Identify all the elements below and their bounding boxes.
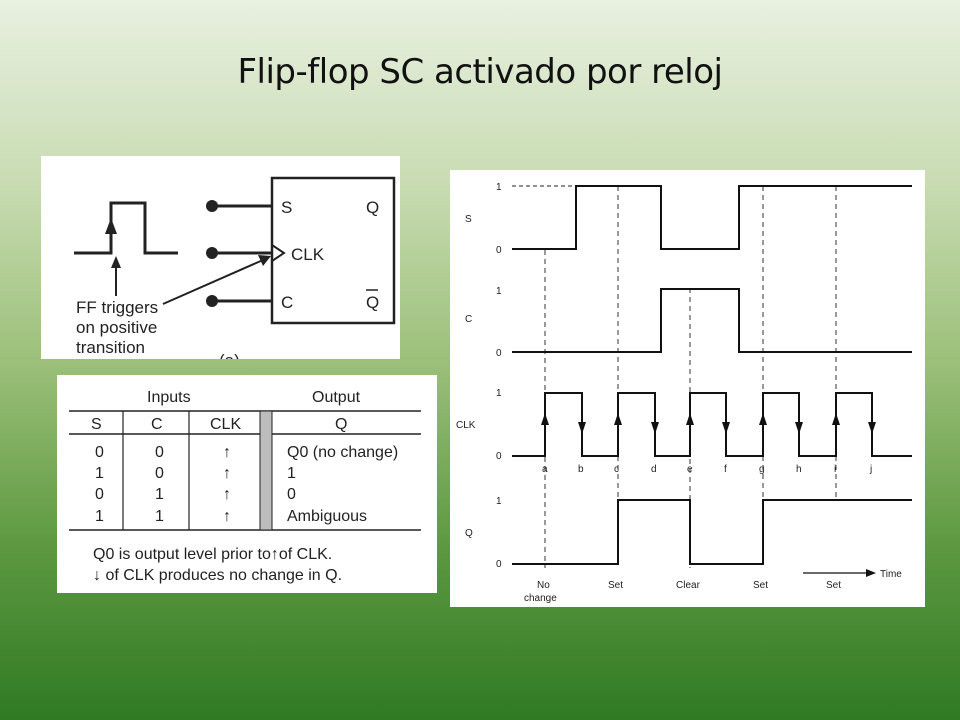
edge-label-e: e [687, 464, 693, 475]
clk-rising-arrow [614, 413, 622, 425]
truth-table: Inputs Output S C CLK Q 0 0 ↑ Q0 (no cha… [69, 389, 421, 584]
edge-label-i: i [834, 464, 836, 475]
signal-name-clk: CLK [456, 420, 476, 431]
time-label: Time [880, 569, 902, 580]
clk-falling-arrow [578, 422, 586, 434]
cell-q: 1 [287, 465, 296, 482]
signal-name-c: C [465, 314, 472, 325]
clk-waveform [512, 392, 912, 457]
edge-label-h: h [796, 464, 802, 475]
table-row: 0 0 ↑ Q0 (no change) [95, 444, 398, 461]
clock-pulse-waveform [74, 201, 178, 255]
note-line-1: Q0 is output level prior to↑of CLK. [93, 546, 332, 563]
clk-pointer-line [162, 259, 264, 305]
table-row: 0 1 ↑ 0 [95, 486, 296, 503]
s-waveform [512, 185, 912, 250]
edge-label-j: j [869, 464, 872, 475]
clock-triangle-icon [271, 244, 286, 262]
col-header-clk: CLK [210, 416, 241, 433]
cell-clk: ↑ [223, 444, 231, 461]
col-header-s: S [91, 416, 102, 433]
cell-q: Ambiguous [287, 508, 367, 525]
cell-s: 1 [95, 465, 104, 482]
event-label-set-3: Set [826, 580, 841, 591]
time-axis-arrow [866, 569, 876, 577]
figure-label: (a) [219, 351, 240, 359]
cell-s: 0 [95, 444, 104, 461]
event-label-set-2: Set [753, 580, 768, 591]
cell-q: 0 [287, 486, 296, 503]
edge-label-f: f [724, 464, 727, 475]
clk-falling-arrow [795, 422, 803, 434]
pin-c-label: C [281, 293, 293, 312]
edge-label-a: a [542, 464, 548, 475]
q-level-low: 0 [496, 559, 502, 570]
edge-label-d: d [651, 464, 657, 475]
pin-qbar-label: Q [366, 293, 379, 312]
cell-c: 0 [155, 444, 164, 461]
cell-s: 1 [95, 508, 104, 525]
truth-table-panel: Inputs Output S C CLK Q 0 0 ↑ Q0 (no cha… [57, 375, 437, 593]
note-line-2: ↓ of CLK produces no change in Q. [93, 567, 342, 584]
cell-c: 0 [155, 465, 164, 482]
flipflop-symbol-panel: FF triggers on positive transition S CLK… [41, 156, 400, 359]
clk-rising-arrow [541, 413, 549, 425]
annotation-line-3: transition [76, 338, 145, 357]
c-level-low: 0 [496, 348, 502, 359]
event-label-set-1: Set [608, 580, 623, 591]
group-output-header: Output [312, 389, 361, 406]
flipflop-symbol-diagram: FF triggers on positive transition S CLK… [74, 176, 396, 359]
clk-falling-arrow [868, 422, 876, 434]
annotation-line-1: FF triggers [76, 298, 158, 317]
group-inputs-header: Inputs [147, 389, 191, 406]
cell-s: 0 [95, 486, 104, 503]
clk-falling-arrow [722, 422, 730, 434]
clk-level-high: 1 [496, 388, 502, 399]
slide-title: Flip-flop SC activado por reloj [237, 52, 723, 92]
edge-label-b: b [578, 464, 584, 475]
event-label-no: No [537, 580, 550, 591]
c-waveform [512, 288, 912, 353]
s-level-low: 0 [496, 245, 502, 256]
cell-q: Q0 (no change) [287, 444, 398, 461]
cell-c: 1 [155, 508, 164, 525]
signal-name-q: Q [465, 528, 473, 539]
clk-rising-arrow [686, 413, 694, 425]
col-header-q: Q [335, 416, 347, 433]
table-row: 1 0 ↑ 1 [95, 465, 296, 482]
cell-c: 1 [155, 486, 164, 503]
cell-clk: ↑ [223, 465, 231, 482]
clk-level-low: 0 [496, 451, 502, 462]
pin-s-label: S [281, 198, 292, 217]
c-level-high: 1 [496, 286, 502, 297]
cell-clk: ↑ [223, 508, 231, 525]
annotation-pointer-arrow [111, 256, 121, 268]
timing-diagram-panel: S C CLK Q 1 0 1 0 1 0 1 0 [450, 170, 925, 607]
edge-label-c: c [614, 464, 619, 475]
edge-label-g: g [759, 464, 765, 475]
flipflop-box [270, 176, 396, 325]
signal-name-s: S [465, 214, 472, 225]
clk-rising-arrow [832, 413, 840, 425]
clk-falling-arrow [651, 422, 659, 434]
event-label-clear: Clear [676, 580, 701, 591]
event-label-change: change [524, 593, 557, 604]
rising-edge-arrow [105, 218, 117, 234]
q-level-high: 1 [496, 496, 502, 507]
col-header-c: C [151, 416, 163, 433]
pin-clk-label: CLK [291, 245, 325, 264]
pin-q-label: Q [366, 198, 379, 217]
table-row: 1 1 ↑ Ambiguous [95, 508, 367, 525]
s-level-high: 1 [496, 182, 502, 193]
annotation-line-2: on positive [76, 318, 157, 337]
q-waveform [512, 499, 912, 565]
clk-pointer-arrow [258, 255, 271, 266]
clk-rising-arrow [759, 413, 767, 425]
timing-diagram: S C CLK Q 1 0 1 0 1 0 1 0 [456, 182, 912, 604]
cell-clk: ↑ [223, 486, 231, 503]
input-output-divider [259, 410, 273, 531]
